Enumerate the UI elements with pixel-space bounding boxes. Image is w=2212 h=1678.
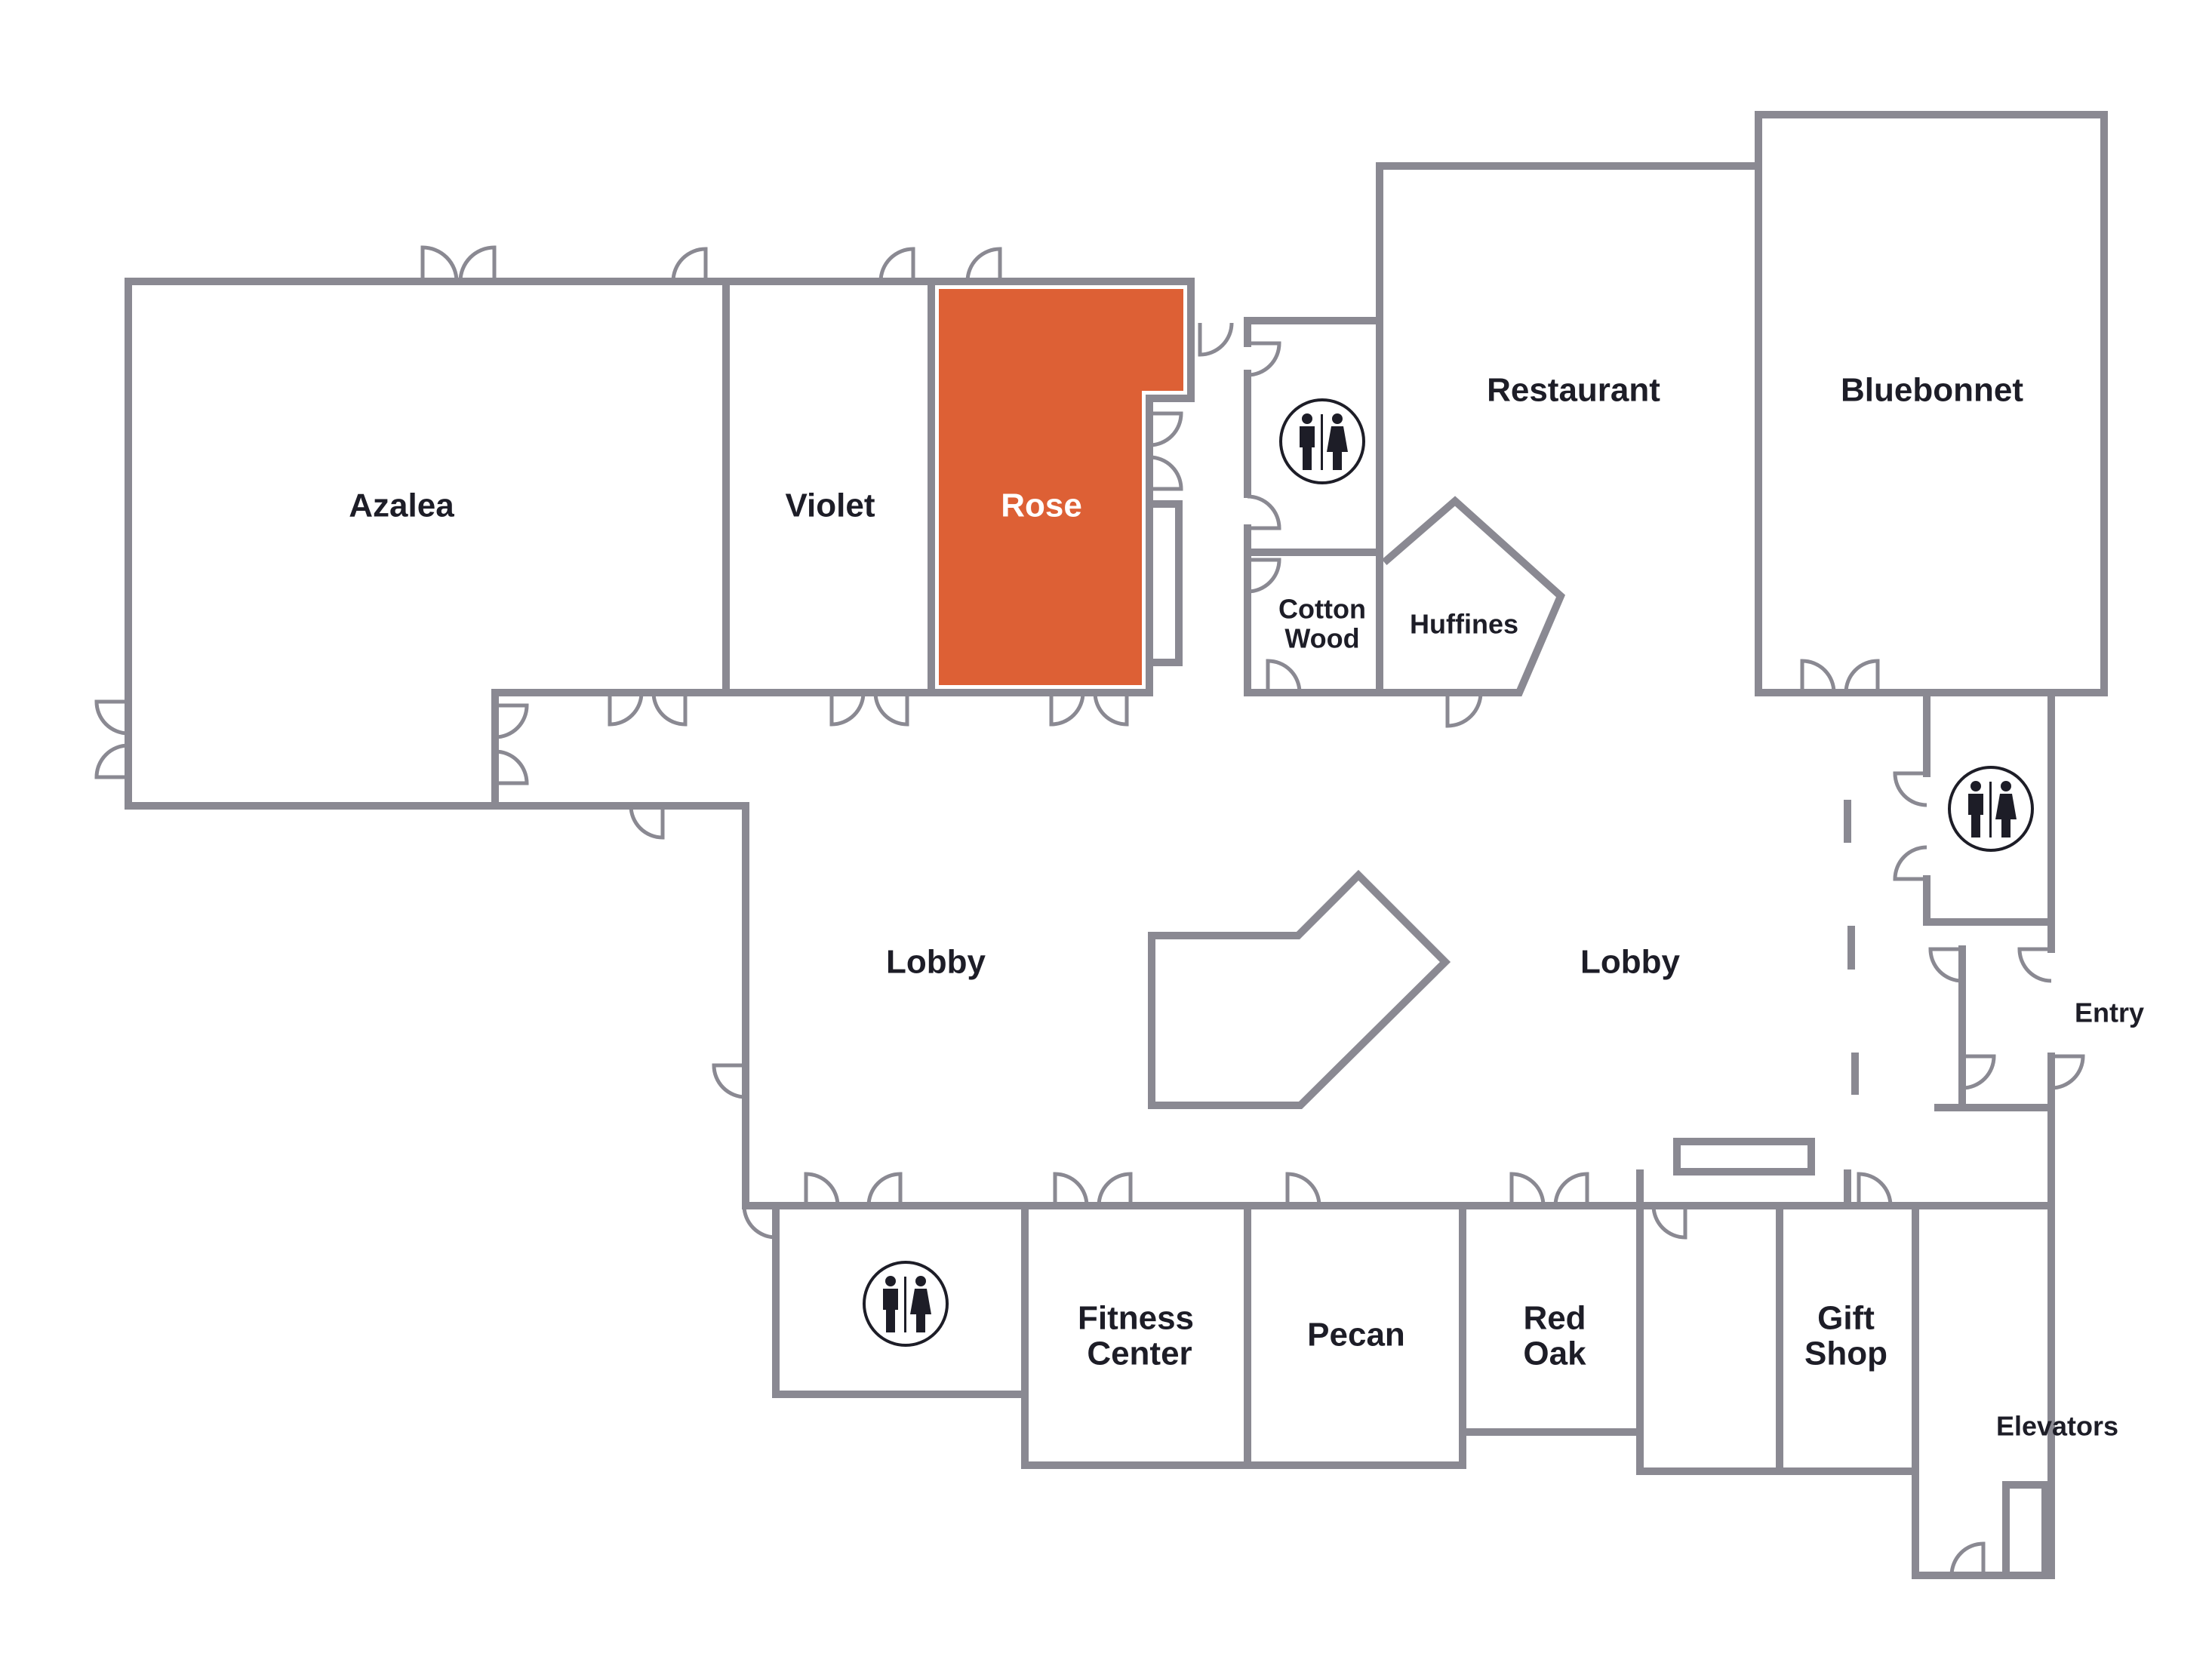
elevator-box bbox=[2002, 1481, 2049, 1579]
room-label-center[interactable]: Center bbox=[1087, 1335, 1192, 1372]
restroom-lower-wall bbox=[772, 1202, 1029, 1398]
door-icon bbox=[1928, 947, 1963, 983]
door-icon bbox=[1149, 455, 1183, 491]
door-icon bbox=[1149, 411, 1183, 447]
lobby-bench bbox=[1673, 1138, 1815, 1176]
door-icon bbox=[1509, 1172, 1546, 1206]
room-label-entry[interactable]: Entry bbox=[2075, 997, 2144, 1028]
rose-side-cabinet bbox=[1146, 500, 1183, 666]
door-icon bbox=[458, 245, 497, 282]
pecan-wall bbox=[1244, 1202, 1466, 1469]
door-icon bbox=[965, 247, 1002, 282]
room-label-restaurant[interactable]: Restaurant bbox=[1487, 372, 1660, 409]
restaurant-wall bbox=[1376, 162, 1762, 696]
door-icon bbox=[629, 805, 665, 840]
door-icon bbox=[1893, 771, 1927, 807]
door-icon bbox=[1266, 659, 1302, 693]
room-label-lobby-left[interactable]: Lobby bbox=[886, 944, 986, 981]
door-icon bbox=[1247, 558, 1281, 594]
room-labels: Azalea Violet Rose Restaurant Bluebonnet… bbox=[349, 372, 2144, 1442]
reception-desk bbox=[1148, 869, 1451, 1109]
room-label-red[interactable]: Red bbox=[1523, 1300, 1586, 1337]
rose-highlight[interactable] bbox=[939, 289, 1183, 685]
door-icon bbox=[671, 247, 708, 282]
door-icon bbox=[804, 1172, 840, 1206]
room-label-cotton[interactable]: Cotton bbox=[1278, 594, 1366, 625]
door-icon bbox=[1844, 659, 1880, 693]
door-icon bbox=[866, 1172, 903, 1206]
door-icon bbox=[2050, 1054, 2085, 1090]
room-label-pecan[interactable]: Pecan bbox=[1307, 1317, 1405, 1354]
room-label-rose[interactable]: Rose bbox=[1001, 487, 1082, 524]
door-icon bbox=[1049, 692, 1085, 727]
huffines-wall bbox=[1376, 496, 1566, 696]
fitness-wall bbox=[1021, 1202, 1251, 1469]
door-icon bbox=[2017, 947, 2052, 983]
right-restroom-wall bbox=[1923, 689, 2055, 926]
room-label-wood[interactable]: Wood bbox=[1284, 623, 1359, 654]
walls bbox=[125, 111, 2108, 1579]
room-label-lobby-right[interactable]: Lobby bbox=[1580, 944, 1681, 981]
door-icon bbox=[1285, 1172, 1321, 1206]
bluebonnet-wall bbox=[1755, 111, 2108, 696]
door-icon bbox=[829, 692, 866, 727]
elevators-wall bbox=[1912, 1202, 2055, 1579]
door-icon bbox=[1198, 322, 1234, 357]
door-icon bbox=[1445, 692, 1483, 728]
restroom-icon bbox=[1279, 398, 1365, 484]
door-icon bbox=[878, 247, 915, 282]
room-label-huffines[interactable]: Huffines bbox=[1410, 609, 1518, 640]
room-label-fitness[interactable]: Fitness bbox=[1078, 1300, 1194, 1337]
door-icon bbox=[420, 245, 459, 282]
room-label-bluebonnet[interactable]: Bluebonnet bbox=[1841, 372, 2023, 409]
door-icon bbox=[712, 1063, 746, 1099]
door-icon bbox=[651, 692, 688, 727]
room-label-shop[interactable]: Shop bbox=[1804, 1335, 1887, 1372]
room-label-azalea[interactable]: Azalea bbox=[349, 487, 454, 524]
door-icon bbox=[494, 703, 529, 739]
door-icon bbox=[1053, 1172, 1089, 1206]
room-label-gift[interactable]: Gift bbox=[1817, 1300, 1875, 1337]
door-icon bbox=[1857, 1172, 1893, 1206]
door-icon bbox=[1961, 1054, 1996, 1090]
door-icon bbox=[94, 699, 129, 736]
door-icon bbox=[873, 692, 909, 727]
azalea-wall bbox=[125, 278, 730, 810]
restroom-icon bbox=[1948, 766, 2034, 852]
lobby-top-wall bbox=[491, 689, 1153, 1209]
door-icon bbox=[1553, 1172, 1589, 1206]
door-icon bbox=[1800, 659, 1836, 693]
entry-wall bbox=[1934, 918, 2055, 1209]
dashed-wall bbox=[1844, 800, 1859, 1095]
doors bbox=[94, 245, 2085, 1576]
door-icon bbox=[608, 692, 644, 727]
door-icon bbox=[1247, 341, 1281, 377]
door-icon bbox=[742, 1205, 778, 1240]
room-label-oak[interactable]: Oak bbox=[1523, 1335, 1586, 1372]
door-icon bbox=[1247, 494, 1281, 530]
room-label-violet[interactable]: Violet bbox=[785, 487, 875, 524]
door-icon bbox=[1893, 845, 1927, 881]
door-icon bbox=[1651, 1205, 1687, 1240]
redoak-wall bbox=[1459, 1169, 1783, 1475]
restroom-icon bbox=[863, 1261, 949, 1347]
door-icon bbox=[94, 743, 129, 779]
door-icon bbox=[494, 749, 529, 785]
door-icon bbox=[1097, 1172, 1133, 1206]
room-label-elevators[interactable]: Elevators bbox=[1996, 1411, 2118, 1442]
door-icon bbox=[1949, 1541, 1986, 1576]
door-icon bbox=[1093, 692, 1129, 727]
